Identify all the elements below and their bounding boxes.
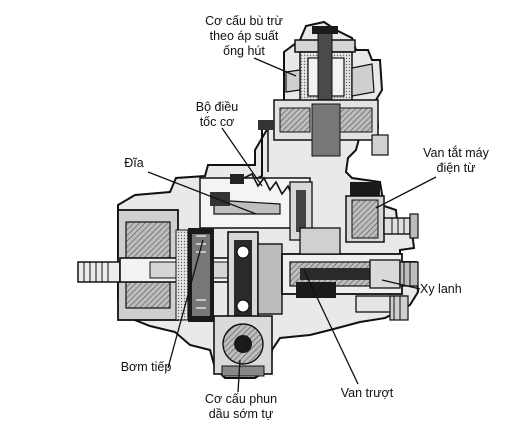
- leader-governor: [221, 127, 263, 187]
- label-governor: Bộ điều tốc cơ: [186, 100, 248, 130]
- label-cylinder: Xy lanh: [420, 282, 476, 297]
- feed-pump-body: [188, 228, 214, 322]
- label-line: Bộ điều: [195, 100, 239, 114]
- leader-shutoff-valve: [375, 176, 437, 209]
- leader-slide-valve: [303, 269, 359, 385]
- label-disc: Đĩa: [114, 156, 154, 171]
- label-line: Bơm tiếp: [120, 360, 172, 374]
- label-line: Đĩa: [124, 156, 144, 170]
- label-feed-pump: Bơm tiếp: [114, 360, 178, 375]
- label-line: theo áp suất: [209, 29, 279, 43]
- label-line: tốc cơ: [199, 115, 235, 129]
- label-line: ống hút: [223, 44, 265, 58]
- label-line: Cơ cấu bù trừ: [205, 14, 283, 28]
- label-shutoff-valve: Van tắt máy điện từ: [414, 146, 498, 176]
- timing-device-body: [213, 315, 273, 377]
- label-slide-valve: Van trượt: [332, 386, 402, 401]
- leader-cylinder: [381, 279, 421, 290]
- distributor-head: [281, 227, 419, 321]
- label-line: Cơ cấu phun: [204, 392, 278, 406]
- label-timing-device: Cơ cấu phun dầu sớm tự: [196, 392, 286, 422]
- label-line: Xy lanh: [420, 282, 462, 296]
- leader-altitude-compensator: [253, 57, 297, 77]
- label-line: Van trượt: [340, 386, 394, 400]
- label-line: dầu sớm tự: [208, 407, 274, 421]
- leader-feed-pump: [167, 239, 204, 369]
- label-line: điện từ: [436, 161, 476, 175]
- leader-lines: [147, 57, 437, 393]
- leader-disc: [147, 171, 257, 215]
- solenoid-valve-body: [345, 182, 419, 243]
- leader-timing-device: [237, 359, 241, 393]
- cam-disc: [227, 231, 283, 323]
- label-altitude-compensator: Cơ cấu bù trừ theo áp suất ống hút: [198, 14, 290, 59]
- pump-housing: [77, 20, 420, 379]
- label-line: Van tắt máy: [423, 146, 489, 160]
